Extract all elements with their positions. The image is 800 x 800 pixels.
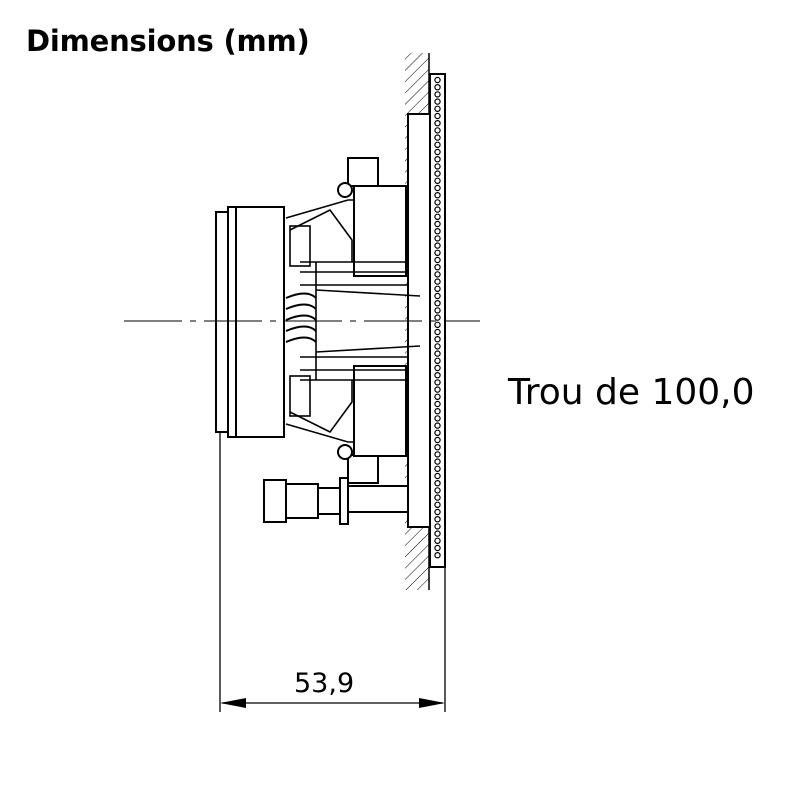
perforation-hole bbox=[434, 458, 441, 465]
voice-coil bbox=[285, 292, 317, 343]
perforated-plate bbox=[429, 73, 446, 568]
perforation-hole bbox=[434, 494, 441, 501]
perforation-hole bbox=[434, 227, 441, 235]
perforation-hole bbox=[434, 134, 441, 141]
perforation-hole bbox=[434, 444, 441, 451]
perforation-hole bbox=[434, 170, 441, 177]
perforation-hole bbox=[434, 386, 441, 393]
front-cap bbox=[215, 206, 285, 438]
perforation-hole bbox=[434, 350, 441, 357]
perforation-hole bbox=[434, 400, 441, 408]
perforation-hole bbox=[434, 220, 441, 228]
perforation-hole bbox=[434, 408, 441, 415]
perforation-hole bbox=[434, 372, 441, 379]
hole-size-label: Trou de 100,0 bbox=[508, 372, 755, 413]
diagram-title: Dimensions (mm) bbox=[26, 24, 310, 58]
terminal-connector bbox=[263, 477, 409, 525]
perforation-hole bbox=[434, 544, 441, 552]
perforation-hole bbox=[434, 422, 441, 429]
perforation-hole bbox=[434, 379, 441, 386]
perforation-hole bbox=[434, 552, 441, 559]
perforation-hole bbox=[434, 112, 441, 120]
depth-dimension-label: 53,9 bbox=[294, 668, 355, 699]
depth-dimension bbox=[219, 432, 446, 712]
perforation-hole bbox=[434, 314, 441, 321]
perforation-hole bbox=[434, 530, 441, 537]
perforation-hole bbox=[434, 508, 441, 516]
perforation-hole bbox=[434, 184, 441, 192]
perforation-hole bbox=[434, 105, 441, 113]
perforation-hole bbox=[434, 472, 441, 480]
perforation-hole bbox=[434, 523, 441, 530]
perforation-hole bbox=[434, 321, 441, 328]
perforation-hole bbox=[434, 336, 441, 343]
perforation-hole bbox=[434, 235, 441, 242]
perforation-hole bbox=[434, 91, 441, 98]
perforation-hole bbox=[434, 206, 441, 213]
perforation-hole bbox=[434, 307, 441, 314]
perforation-hole bbox=[434, 141, 441, 148]
perforation-hole bbox=[434, 163, 441, 170]
speaker-basket bbox=[285, 199, 421, 443]
perforation-hole bbox=[434, 199, 441, 206]
perforation-hole bbox=[434, 76, 441, 84]
perforation-hole bbox=[434, 155, 441, 163]
perforation-hole bbox=[434, 393, 441, 400]
perforation-hole bbox=[434, 285, 441, 292]
perforation-hole bbox=[434, 487, 441, 494]
perforation-hole bbox=[434, 271, 441, 278]
perforation-hole bbox=[434, 501, 441, 508]
perforation-hole bbox=[434, 213, 441, 220]
perforation-hole bbox=[434, 300, 441, 307]
perforation-hole bbox=[434, 98, 441, 105]
perforation-hole bbox=[434, 357, 441, 364]
perforation-hole bbox=[434, 119, 441, 127]
perforation-hole bbox=[434, 177, 441, 184]
perforation-hole bbox=[434, 451, 441, 458]
perforation-hole bbox=[434, 249, 441, 256]
perforation-hole bbox=[434, 127, 441, 134]
perforation-hole bbox=[434, 83, 441, 91]
perforation-hole bbox=[434, 516, 441, 523]
perforation-hole bbox=[434, 480, 441, 487]
perforation-hole bbox=[434, 264, 441, 271]
perforation-hole bbox=[434, 364, 441, 372]
perforation-hole bbox=[434, 292, 441, 300]
perforation-hole bbox=[434, 148, 441, 156]
perforation-hole bbox=[434, 256, 441, 264]
perforation-hole bbox=[434, 343, 441, 350]
speaker-frame bbox=[337, 113, 431, 528]
perforation-hole bbox=[434, 242, 441, 249]
perforation-hole bbox=[434, 328, 441, 336]
perforation-hole bbox=[434, 465, 441, 472]
perforation-hole bbox=[434, 429, 441, 436]
perforation-hole bbox=[434, 436, 441, 444]
perforation-hole bbox=[434, 278, 441, 285]
perforation-hole bbox=[434, 537, 441, 545]
perforation-hole bbox=[434, 415, 441, 422]
perforation-hole bbox=[434, 191, 441, 199]
